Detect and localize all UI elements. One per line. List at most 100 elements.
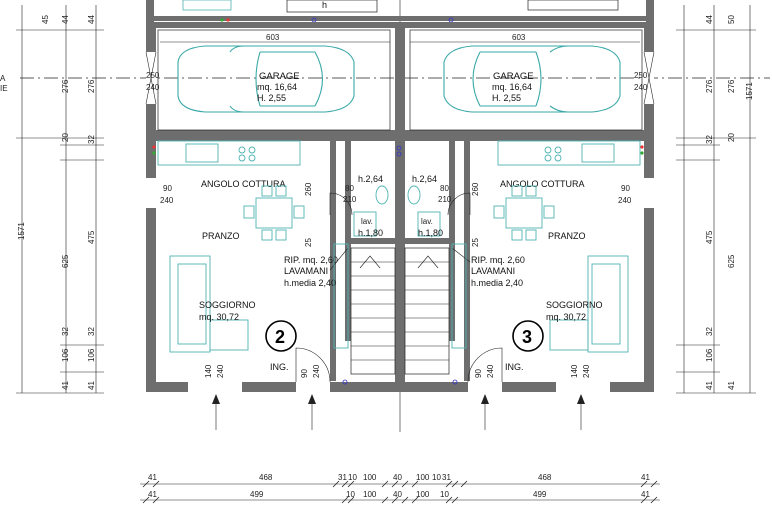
garage-2-name: GARAGE xyxy=(259,71,300,82)
dim-left-32b: 32 xyxy=(61,327,70,336)
dimension-tick xyxy=(640,496,648,504)
dim-right-outer-41: 41 xyxy=(727,381,736,390)
unit-3-entrance-door-w: 90 xyxy=(474,369,483,378)
bottom-dimensions: 41 468 31 10 100 40 100 10 31 468 41 41 … xyxy=(140,473,660,504)
garage-3-height: H. 2,55 xyxy=(492,93,521,103)
dim-bottom2-10a: 10 xyxy=(346,490,355,499)
garage-left: GARAGE mq. 16,64 H. 2,55 603 250 240 xyxy=(146,29,391,131)
dim-bottom2-499b: 499 xyxy=(533,490,547,499)
dim-left-45: 45 xyxy=(41,15,50,24)
garage-2-width-dim: 603 xyxy=(266,33,280,42)
dim-bottom1-100a: 100 xyxy=(363,473,377,482)
dim-right-475: 475 xyxy=(705,230,714,244)
dim-right-106: 106 xyxy=(705,348,714,362)
unit-3-dim-25: 25 xyxy=(471,238,480,247)
unit-2-kitchen-label: ANGOLO COTTURA xyxy=(201,179,286,189)
dimension-tick xyxy=(391,480,399,488)
garage-right: GARAGE mq. 16,64 H. 2,55 603 250 240 xyxy=(409,29,648,131)
garage-2-door-h: 240 xyxy=(146,83,160,92)
dim-bottom1-41a: 41 xyxy=(148,473,157,482)
dim-left-mid-276: 276 xyxy=(87,79,96,93)
top-fragment-h: h xyxy=(322,0,327,10)
unit-3-entrance-door-swing xyxy=(467,347,503,383)
unit-3-wc-hbot: h.1,80 xyxy=(418,228,443,238)
dim-right-32b: 32 xyxy=(705,327,714,336)
unit-3-shelf xyxy=(451,243,467,349)
dim-bottom2-499a: 499 xyxy=(250,490,264,499)
dimension-tick xyxy=(381,496,389,504)
building-walls xyxy=(145,22,655,392)
garage-3-name: GARAGE xyxy=(493,71,534,82)
dim-right-32: 32 xyxy=(705,135,714,144)
garage-3-width-dim: 603 xyxy=(512,33,526,42)
dimension-tick xyxy=(347,496,355,504)
dim-bottom2-40: 40 xyxy=(393,490,402,499)
unit-3-kitchen-win-w: 90 xyxy=(621,184,630,193)
dimension-tick xyxy=(445,480,453,488)
garage-3-door-h: 240 xyxy=(634,83,648,92)
dim-left-106: 106 xyxy=(61,348,70,362)
dimension-tick xyxy=(411,496,419,504)
dimension-tick xyxy=(411,480,419,488)
unit-3-dim-260: 260 xyxy=(471,182,480,196)
edge-label-a: A xyxy=(0,74,6,83)
dim-bottom1-100b: 100 xyxy=(416,473,430,482)
unit-2-wc-door-h: 210 xyxy=(343,195,357,204)
unit-3-storage-sub: LAVAMANI xyxy=(471,266,515,276)
dimension-tick xyxy=(460,480,468,488)
unit-3-storage-label: RIP. mq. 2,60 xyxy=(471,255,525,265)
unit-2-dim-25: 25 xyxy=(304,238,313,247)
unit-2-storage-label: RIP. mq. 2,60 xyxy=(284,255,338,265)
dim-bottom2-100b: 100 xyxy=(416,490,430,499)
dim-bottom2-10b: 10 xyxy=(440,490,449,499)
top-fragments: h xyxy=(146,0,654,23)
car-left-icon xyxy=(177,45,355,113)
dimension-tick xyxy=(451,480,459,488)
unit-2-wc-hbot: h.1,80 xyxy=(358,228,383,238)
dim-right-44: 44 xyxy=(705,15,714,24)
unit-2-kitchen-win-h: 240 xyxy=(160,196,174,205)
unit-3-entrance-label: ING. xyxy=(505,362,524,372)
dim-left-mid-41: 41 xyxy=(87,381,96,390)
dim-left-1571: 1571 xyxy=(17,222,26,240)
dimension-tick xyxy=(142,496,150,504)
dim-bottom1-468a: 468 xyxy=(259,473,273,482)
dim-left-mid-32: 32 xyxy=(87,135,96,144)
dim-right-41: 41 xyxy=(705,381,714,390)
dim-left-mid-32b: 32 xyxy=(87,327,96,336)
dim-right-outer-276: 276 xyxy=(727,79,736,93)
unit-3-dining-table-icon xyxy=(493,185,555,241)
unit-3-living-label: SOGGIORNO xyxy=(546,300,603,310)
dim-left-20: 20 xyxy=(61,133,70,142)
unit-2-dining-label: PRANZO xyxy=(202,231,240,241)
dimension-tick xyxy=(401,496,409,504)
unit-2-kitchen-win-w: 90 xyxy=(163,184,172,193)
dim-left-41: 41 xyxy=(61,381,70,390)
garage-2-height: H. 2,55 xyxy=(257,93,286,103)
unit-2-wc-door-w: 80 xyxy=(345,184,354,193)
unit-2-window-w: 140 xyxy=(204,364,213,378)
dim-left-44: 44 xyxy=(61,15,70,24)
dimension-tick xyxy=(391,496,399,504)
unit-3-lav-label: lav. xyxy=(421,217,433,226)
dim-left-276: 276 xyxy=(61,79,70,93)
right-dimensions: 44 276 32 475 32 106 41 50 276 20 625 41… xyxy=(676,5,756,394)
unit-2-entrance-door-h: 240 xyxy=(312,364,321,378)
unit-3-wc-door-w: 80 xyxy=(440,184,449,193)
unit-3-sofa-icon xyxy=(549,255,629,353)
dim-left-625: 625 xyxy=(61,254,70,268)
dimension-tick xyxy=(152,480,160,488)
unit-3-window-h: 240 xyxy=(582,364,591,378)
garage-3-door-w: 250 xyxy=(634,71,648,80)
dimension-tick xyxy=(650,480,658,488)
unit-2-lav-basin xyxy=(353,211,377,237)
unit-3-window-w: 140 xyxy=(570,364,579,378)
dimension-tick xyxy=(142,480,150,488)
unit-2-dining-table-icon xyxy=(243,185,305,241)
unit-2-living-label: SOGGIORNO xyxy=(199,300,256,310)
unit-3-storage-height: h.media 2,40 xyxy=(471,278,523,288)
unit-2-number-circle xyxy=(265,320,297,352)
dim-right-outer-20: 20 xyxy=(727,133,736,142)
unit-2-entrance-door-w: 90 xyxy=(300,369,309,378)
